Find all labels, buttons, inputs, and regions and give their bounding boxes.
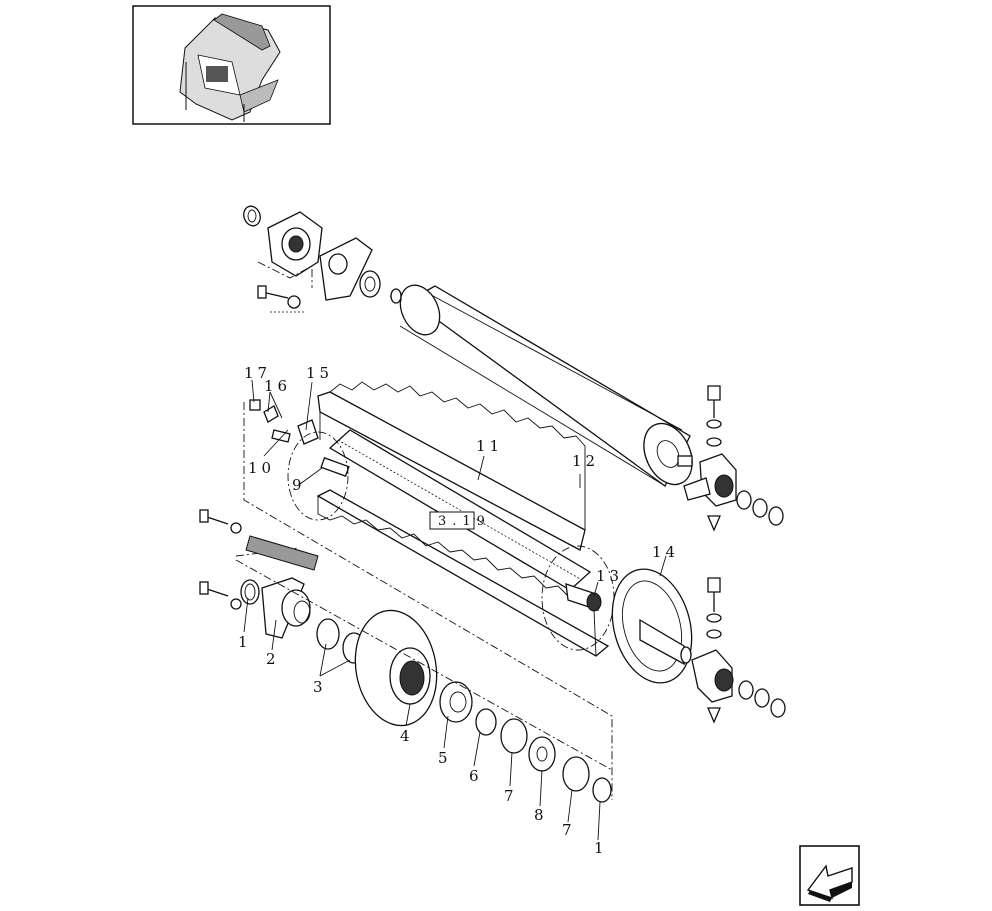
machine-thumbnail-icon [179,13,281,122]
callout-17: 17 [244,364,271,382]
callout-1b: 1 [594,839,608,857]
callout-7: 7 [504,787,518,805]
arrow-back-icon [806,864,853,902]
callout-4: 4 [400,727,414,745]
callout-15: 15 [306,364,333,382]
callout-2: 2 [266,650,280,668]
callout-3: 3 [313,678,327,696]
callout-9: 9 [292,476,306,494]
left-end-assembly [199,509,613,803]
callout-16: 16 [264,377,291,395]
callout-7b: 7 [562,821,576,839]
callout-5: 5 [438,749,452,767]
machine-thumbnail[interactable] [132,5,331,125]
callout-12: 12 [572,452,599,470]
upper-roller-assembly [243,205,784,532]
callout-13: 13 [596,567,623,585]
right-flange-assembly [611,568,786,724]
back-navigation-button[interactable] [799,845,860,906]
callout-10: 10 [248,459,275,477]
leader-lines [243,379,667,841]
callout-6: 6 [469,767,483,785]
callout-14: 14 [652,543,679,561]
reference-box-label: 3.19 [438,514,491,529]
callout-1: 1 [238,633,252,651]
rotor-assembly [235,381,615,800]
callouts: 1 2 3 4 5 6 7 8 7 1 9 10 11 12 13 14 15 … [238,364,679,857]
callout-11: 11 [476,437,503,455]
callout-8: 8 [534,806,548,824]
